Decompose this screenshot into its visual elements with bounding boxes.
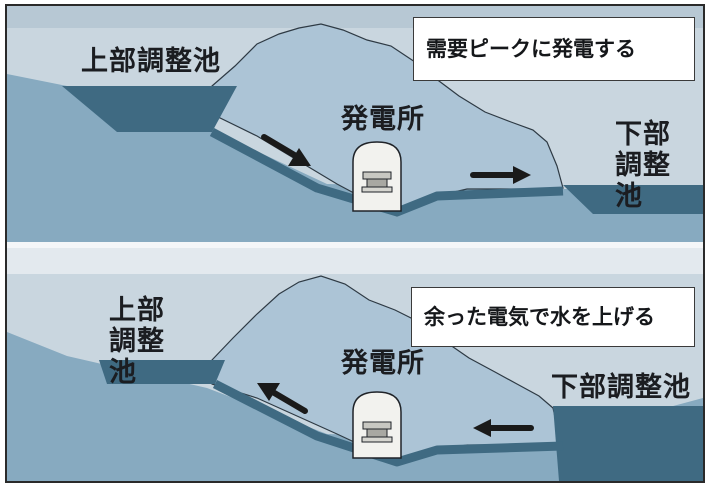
panel-divider xyxy=(7,242,703,248)
arrow-left-icon xyxy=(473,419,534,437)
pumping-scene xyxy=(7,248,703,481)
lower-reservoir-water xyxy=(563,185,703,214)
upper-reservoir-label: 上部調整池 xyxy=(81,46,221,77)
penstock xyxy=(209,128,564,217)
ground xyxy=(7,74,703,242)
upper-reservoir-water xyxy=(99,360,225,384)
upper-reservoir-label: 上部調整池 xyxy=(109,295,165,388)
sky-band xyxy=(7,248,703,274)
power-station-icon xyxy=(352,141,402,212)
arrow-up-left-icon xyxy=(257,383,308,414)
lower-reservoir-label: 下部調整池 xyxy=(551,372,691,403)
power-station-label: 発電所 xyxy=(341,104,425,135)
power-station-label: 発電所 xyxy=(341,348,425,379)
upper-reservoir-water xyxy=(62,86,237,132)
caption-generation: 需要ピークに発電する xyxy=(413,17,695,81)
penstock xyxy=(212,379,564,467)
lower-reservoir-water xyxy=(553,406,703,481)
caption-pumping: 余った電気で水を上げる xyxy=(411,287,695,347)
power-station-icon xyxy=(352,391,402,459)
pumped-storage-diagram: 上部調整池 発電所 下部調整池 需要ピークに発電する xyxy=(5,4,705,483)
lower-reservoir-label: 下部調整池 xyxy=(615,119,671,212)
arrow-down-right-icon xyxy=(261,134,311,166)
pumping-panel: 上部調整池 発電所 下部調整池 余った電気で水を上げる xyxy=(7,248,703,481)
generation-panel: 上部調整池 発電所 下部調整池 需要ピークに発電する xyxy=(7,6,703,242)
arrow-right-icon xyxy=(470,166,531,184)
